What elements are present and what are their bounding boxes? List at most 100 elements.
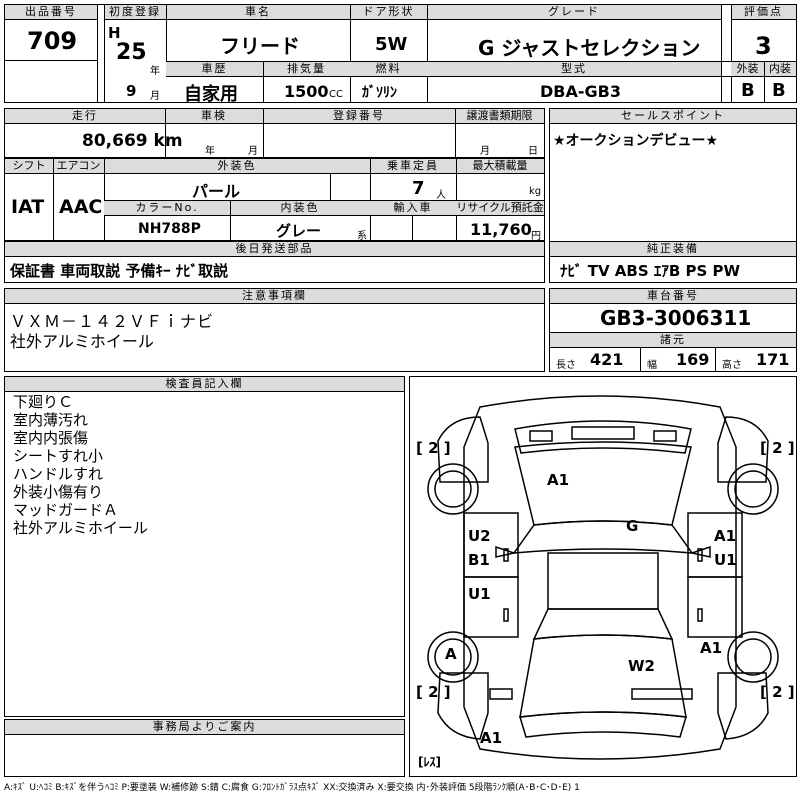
damage-mark: A1 bbox=[480, 729, 503, 747]
sales-point-value: ★オークションデビュー★ bbox=[553, 133, 719, 149]
lot-number: 709 bbox=[27, 27, 78, 55]
model-value: DBA-GB3 bbox=[540, 82, 621, 101]
displacement-label: 排気量 bbox=[263, 62, 350, 77]
damage-mark: A bbox=[445, 645, 457, 663]
inspector-line: マッドガードＡ bbox=[13, 501, 119, 519]
ac-label: エアコン bbox=[53, 159, 104, 174]
later-parts-value: 保証書 車両取説 予備ｷｰ ﾅﾋﾞ取説 bbox=[10, 262, 229, 280]
ext-score-label: 外装 bbox=[731, 62, 764, 77]
displacement-value: 1500 bbox=[284, 82, 329, 101]
sales-point-block bbox=[549, 108, 797, 256]
grade-label: グレード bbox=[427, 5, 721, 20]
displacement-unit: CC bbox=[329, 89, 343, 100]
inspector-line: 室内薄汚れ bbox=[13, 411, 89, 429]
transfer-day-unit: 日 bbox=[528, 146, 538, 157]
damage-diagram: [ 2 ] [ 2 ] [ 2 ] [ 2 ] A1 G U2 B1 U1 A1… bbox=[409, 376, 797, 777]
notes-line-2: 社外アルミホイール bbox=[10, 332, 154, 351]
first-reg-label: 初度登録 bbox=[104, 5, 166, 20]
damage-mark: [ 2 ] bbox=[760, 439, 795, 457]
ext-score-value: B bbox=[741, 80, 755, 101]
sales-point-label: セールスポイント bbox=[550, 109, 796, 124]
width-label: 幅 bbox=[647, 360, 657, 371]
int-color-value: グレー bbox=[276, 222, 322, 240]
int-score-label: 内装 bbox=[764, 62, 796, 77]
door-label: ドア形状 bbox=[350, 5, 427, 20]
era-mark: H bbox=[108, 24, 121, 42]
car-name-label: 車名 bbox=[166, 5, 350, 20]
damage-mark: [ 2 ] bbox=[760, 683, 795, 701]
damage-mark: [ 2 ] bbox=[416, 439, 451, 457]
lot-label: 出品番号 bbox=[5, 5, 97, 20]
capacity-value: 7 bbox=[412, 178, 425, 199]
specs-label: 諸元 bbox=[550, 333, 796, 348]
inspector-line: シートすれ小 bbox=[13, 447, 104, 465]
damage-mark: U1 bbox=[468, 585, 491, 603]
office-label: 事務局よりご案内 bbox=[5, 720, 404, 735]
height-label: 高さ bbox=[722, 360, 742, 371]
grade-value: G ジャストセレクション bbox=[478, 36, 701, 60]
car-outline bbox=[427, 395, 779, 760]
load-unit: kg bbox=[529, 186, 542, 197]
transfer-label: 譲渡書類期限 bbox=[455, 109, 544, 124]
first-reg-month: 9 bbox=[126, 82, 137, 100]
color-no-label: カラーNo. bbox=[104, 201, 230, 216]
recycle-unit: 円 bbox=[531, 231, 541, 242]
height-value: 171 bbox=[756, 350, 790, 369]
damage-mark: [ 2 ] bbox=[416, 683, 451, 701]
damage-mark: [ﾚｽ] bbox=[418, 755, 441, 769]
history-label: 車歴 bbox=[166, 62, 263, 77]
int-score-value: B bbox=[772, 80, 786, 101]
first-reg-year: 25 bbox=[116, 40, 147, 65]
shift-value: IAT bbox=[11, 196, 45, 218]
history-value: 自家用 bbox=[184, 84, 238, 105]
recycle-value: 11,760 bbox=[470, 220, 532, 239]
load-label: 最大積載量 bbox=[456, 159, 544, 174]
ext-color-value: パール bbox=[192, 182, 241, 201]
shift-label: シフト bbox=[5, 159, 53, 174]
reg-no-label: 登録番号 bbox=[263, 109, 455, 124]
score-label: 評価点 bbox=[731, 5, 796, 20]
ext-color-label: 外装色 bbox=[104, 159, 370, 174]
damage-mark: A1 bbox=[700, 639, 723, 657]
inspection-month-unit: 月 bbox=[248, 146, 258, 157]
legend: A:ｷｽﾞ U:ﾍｺﾐ B:ｷｽﾞを伴うﾍｺﾐ P:要塗装 W:補修跡 S:錆 … bbox=[4, 783, 580, 793]
equipment-value: ﾅﾋﾞ TV ABS ｴｱB PS PW bbox=[560, 262, 741, 280]
chassis-value: GB3-3006311 bbox=[600, 306, 752, 330]
inspection-label: 車検 bbox=[165, 109, 263, 124]
top-block bbox=[4, 4, 797, 103]
inspector-line: 社外アルミホイール bbox=[13, 519, 148, 537]
inspector-label: 検査員記入欄 bbox=[5, 377, 404, 392]
damage-mark: B1 bbox=[468, 551, 490, 569]
notes-line-1: ＶＸＭ－１４２ＶＦｉナビ bbox=[10, 312, 215, 331]
chassis-label: 車台番号 bbox=[550, 289, 796, 304]
int-color-suffix: 系 bbox=[357, 231, 367, 242]
capacity-label: 乗車定員 bbox=[370, 159, 456, 174]
month-unit: 月 bbox=[150, 91, 160, 102]
notes-label: 注意事項欄 bbox=[5, 289, 544, 304]
mileage-label: 走行 bbox=[5, 109, 165, 124]
import-label: 輸入車 bbox=[370, 201, 456, 216]
length-label: 長さ bbox=[556, 360, 576, 371]
damage-mark: G bbox=[626, 517, 639, 535]
inspector-block: 検査員記入欄 下廻りＣ 室内薄汚れ 室内内張傷 シートすれ小 ハンドルすれ 外装… bbox=[4, 376, 405, 717]
damage-mark: U2 bbox=[468, 527, 491, 545]
inspector-line: 外装小傷有り bbox=[13, 483, 104, 501]
color-no-value: NH788P bbox=[138, 221, 201, 237]
equipment-label: 純正装備 bbox=[550, 242, 796, 257]
inspector-line: 室内内張傷 bbox=[13, 429, 89, 447]
model-label: 型式 bbox=[427, 62, 721, 77]
damage-mark: U1 bbox=[714, 551, 737, 569]
damage-mark: A1 bbox=[714, 527, 737, 545]
inspector-line: ハンドルすれ bbox=[13, 465, 104, 483]
year-unit: 年 bbox=[150, 66, 160, 77]
ac-value: AAC bbox=[59, 196, 103, 218]
length-value: 421 bbox=[590, 350, 624, 369]
width-value: 169 bbox=[676, 350, 710, 369]
fuel-label: 燃料 bbox=[350, 62, 427, 77]
fuel-value: ｶﾞｿﾘﾝ bbox=[362, 85, 397, 101]
mileage-value: 80,669 km bbox=[82, 131, 183, 151]
later-parts-label: 後日発送部品 bbox=[5, 242, 544, 257]
damage-mark: W2 bbox=[628, 657, 655, 675]
score-value: 3 bbox=[755, 32, 772, 60]
